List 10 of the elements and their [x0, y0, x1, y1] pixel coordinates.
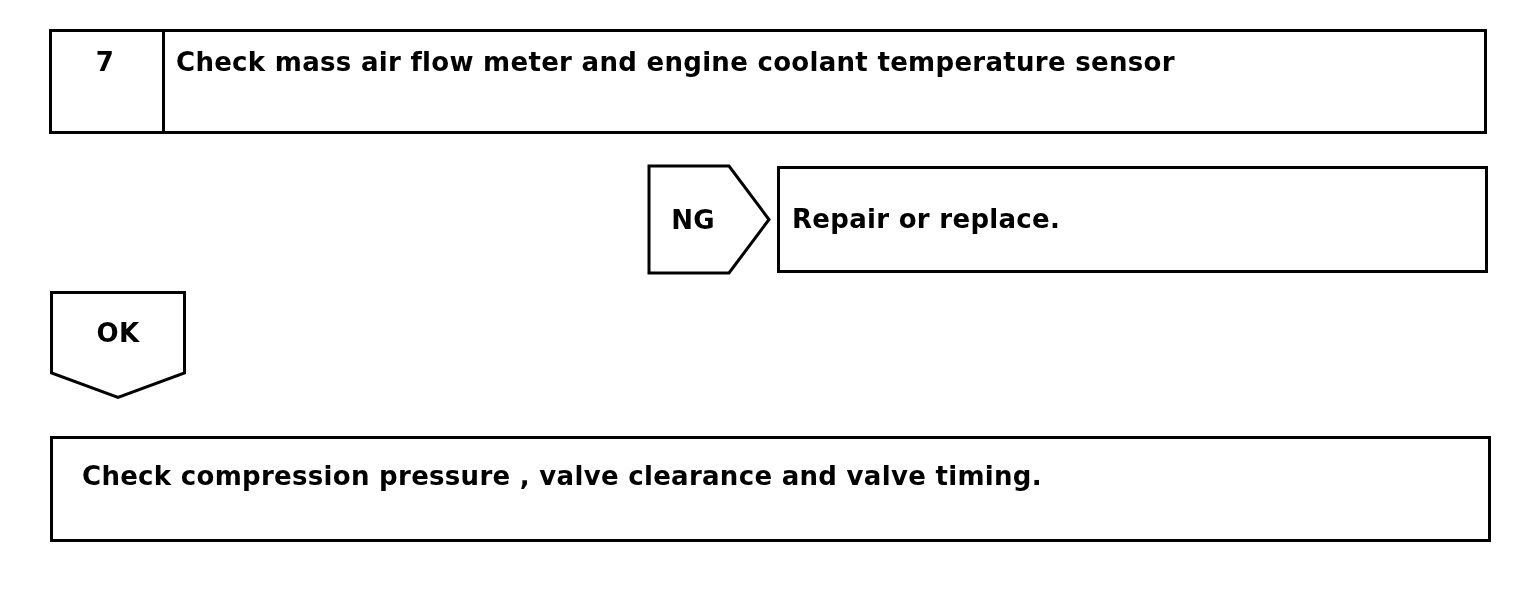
step-title: Check mass air flow meter and engine coolant temperature sensor [176, 47, 1175, 77]
step-box [50, 436, 1491, 542]
action-box [777, 166, 1488, 273]
down-chevron [50, 291, 186, 399]
step-text: Check compression pressure , valve clearance and valve timing. [82, 461, 1042, 491]
result-label: OK [96, 318, 140, 348]
action-text: Repair or replace. [792, 204, 1061, 234]
step-box [49, 29, 1487, 134]
chevron-arrow [647, 164, 771, 275]
step-number: 7 [95, 47, 115, 77]
